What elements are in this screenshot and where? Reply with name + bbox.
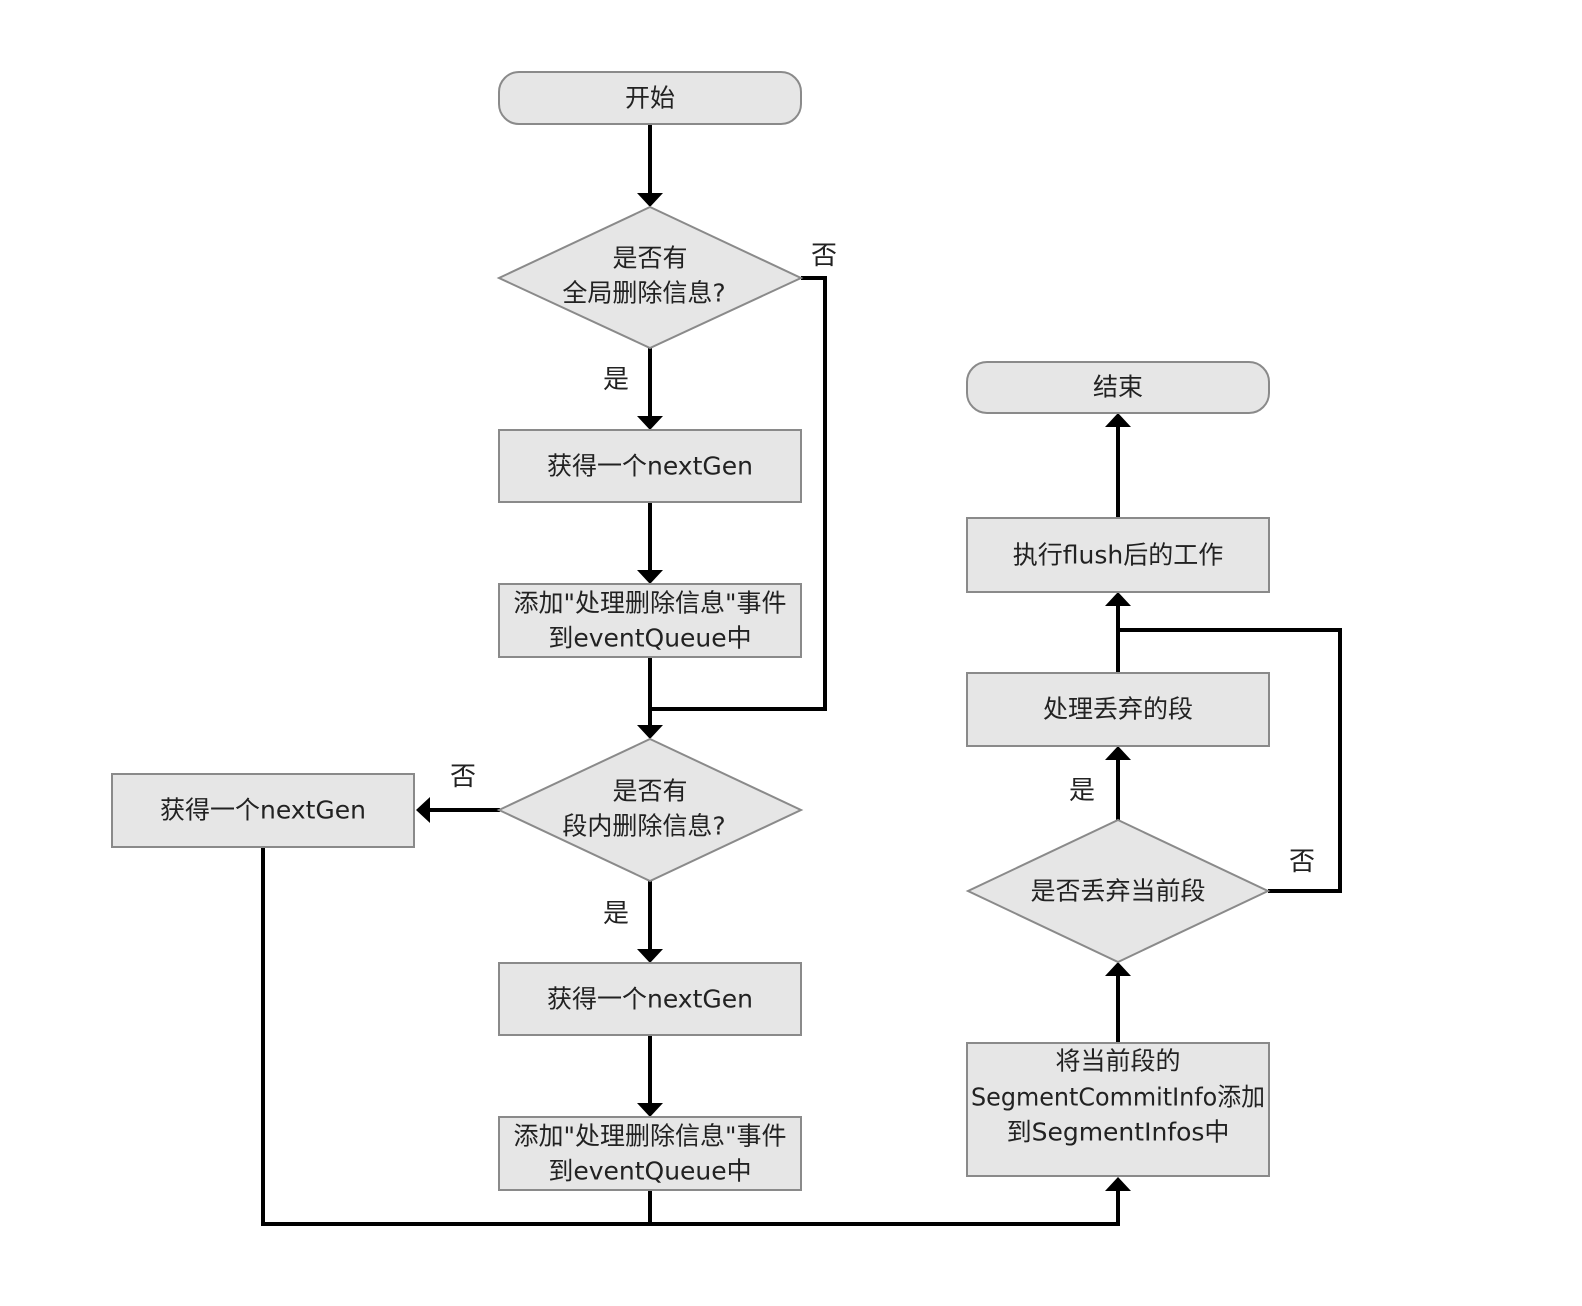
segment-question-line2: 段内删除信息? — [562, 812, 725, 841]
add-event-1-line1: 添加"处理删除信息"事件 — [514, 589, 787, 618]
global-delete-question: 是否有 全局删除信息? — [496, 205, 804, 350]
arrowhead-up — [1105, 592, 1131, 606]
get-next-gen-label-1: 获得一个nextGen — [547, 452, 753, 481]
add-event-2-line2: 到eventQueue中 — [548, 1157, 751, 1186]
get-next-gen-label-2: 获得一个nextGen — [547, 985, 753, 1014]
start-node: 开始 — [498, 71, 802, 125]
edge-global-no — [650, 276, 827, 711]
arrowhead-up — [1105, 1177, 1131, 1191]
arrowhead-down — [637, 570, 663, 584]
arrowhead-down — [637, 725, 663, 739]
segment-delete-question: 是否有 段内删除信息? — [496, 737, 804, 883]
end-label: 结束 — [1093, 373, 1143, 402]
add-event-node-1: 添加"处理删除信息"事件 到eventQueue中 — [498, 583, 802, 658]
add-event-box-2 — [498, 1116, 802, 1191]
start-terminator — [498, 71, 802, 125]
global-question-line1: 是否有 — [612, 244, 687, 273]
add-segment-info-line2: SegmentCommitInfo添加 — [971, 1083, 1265, 1112]
add-segment-info-line3: 到SegmentInfos中 — [1007, 1118, 1230, 1147]
segment-yes-label: 是 — [603, 899, 629, 929]
drop-yes-label: 是 — [1069, 776, 1095, 806]
edges — [261, 124, 1342, 1226]
get-next-gen-node-2: 获得一个nextGen — [498, 962, 802, 1036]
drop-segment-question-label: 是否丢弃当前段 — [1030, 877, 1205, 906]
post-flush-work-box — [966, 517, 1270, 593]
arrowhead-up — [1105, 746, 1131, 760]
add-segment-info-box — [966, 1042, 1270, 1177]
handle-dropped-segment-node: 处理丢弃的段 — [966, 672, 1270, 747]
arrowhead-up — [1105, 962, 1131, 976]
global-question-line2: 全局删除信息? — [562, 279, 725, 308]
add-event-2-line1: 添加"处理删除信息"事件 — [514, 1122, 787, 1151]
global-delete-diamond — [496, 205, 804, 350]
end-terminator — [966, 361, 1270, 414]
arrowhead-down — [637, 193, 663, 207]
add-event-box-1 — [498, 583, 802, 658]
arrowhead-left — [416, 797, 430, 823]
post-flush-work-label: 执行flush后的工作 — [1013, 541, 1223, 570]
drop-no-label: 否 — [1289, 847, 1315, 877]
drop-segment-diamond — [965, 818, 1271, 964]
add-event-1-line2: 到eventQueue中 — [548, 624, 751, 653]
handle-dropped-segment-box — [966, 672, 1270, 747]
segment-question-line1: 是否有 — [612, 777, 687, 806]
arrowhead-down — [637, 949, 663, 963]
get-next-gen-node-left: 获得一个nextGen — [111, 773, 415, 848]
arrowhead-down — [637, 416, 663, 430]
get-next-gen-node-1: 获得一个nextGen — [498, 429, 802, 503]
drop-segment-question: 是否丢弃当前段 — [965, 818, 1271, 964]
get-next-gen-box-left — [111, 773, 415, 848]
get-next-gen-label-left: 获得一个nextGen — [160, 796, 366, 825]
post-flush-work-node: 执行flush后的工作 — [966, 517, 1270, 593]
get-next-gen-box-2 — [498, 962, 802, 1036]
global-yes-label: 是 — [603, 365, 629, 395]
arrowhead-up — [1105, 413, 1131, 427]
arrowhead-down — [637, 1103, 663, 1117]
nodes: 开始 是否有 全局删除信息? 获得一个nextGen 添加"处理删除信息"事件 … — [111, 71, 1271, 1191]
start-label: 开始 — [625, 84, 675, 113]
end-node: 结束 — [966, 361, 1270, 414]
add-segment-info-node: 将当前段的 SegmentCommitInfo添加 到SegmentInfos中 — [966, 1042, 1270, 1177]
add-segment-info-line1: 将当前段的 — [1055, 1047, 1180, 1076]
segment-no-label: 否 — [450, 762, 476, 792]
global-no-label: 否 — [811, 241, 837, 271]
handle-dropped-segment-label: 处理丢弃的段 — [1043, 695, 1193, 724]
segment-delete-diamond — [496, 737, 804, 883]
edge-drop-no — [1118, 628, 1342, 893]
edge-left-gen-to-bus — [261, 847, 1120, 1226]
get-next-gen-box-1 — [498, 429, 802, 503]
add-event-node-2: 添加"处理删除信息"事件 到eventQueue中 — [498, 1116, 802, 1191]
edge-labels: 否 是 否 是 是 否 — [450, 241, 1315, 929]
